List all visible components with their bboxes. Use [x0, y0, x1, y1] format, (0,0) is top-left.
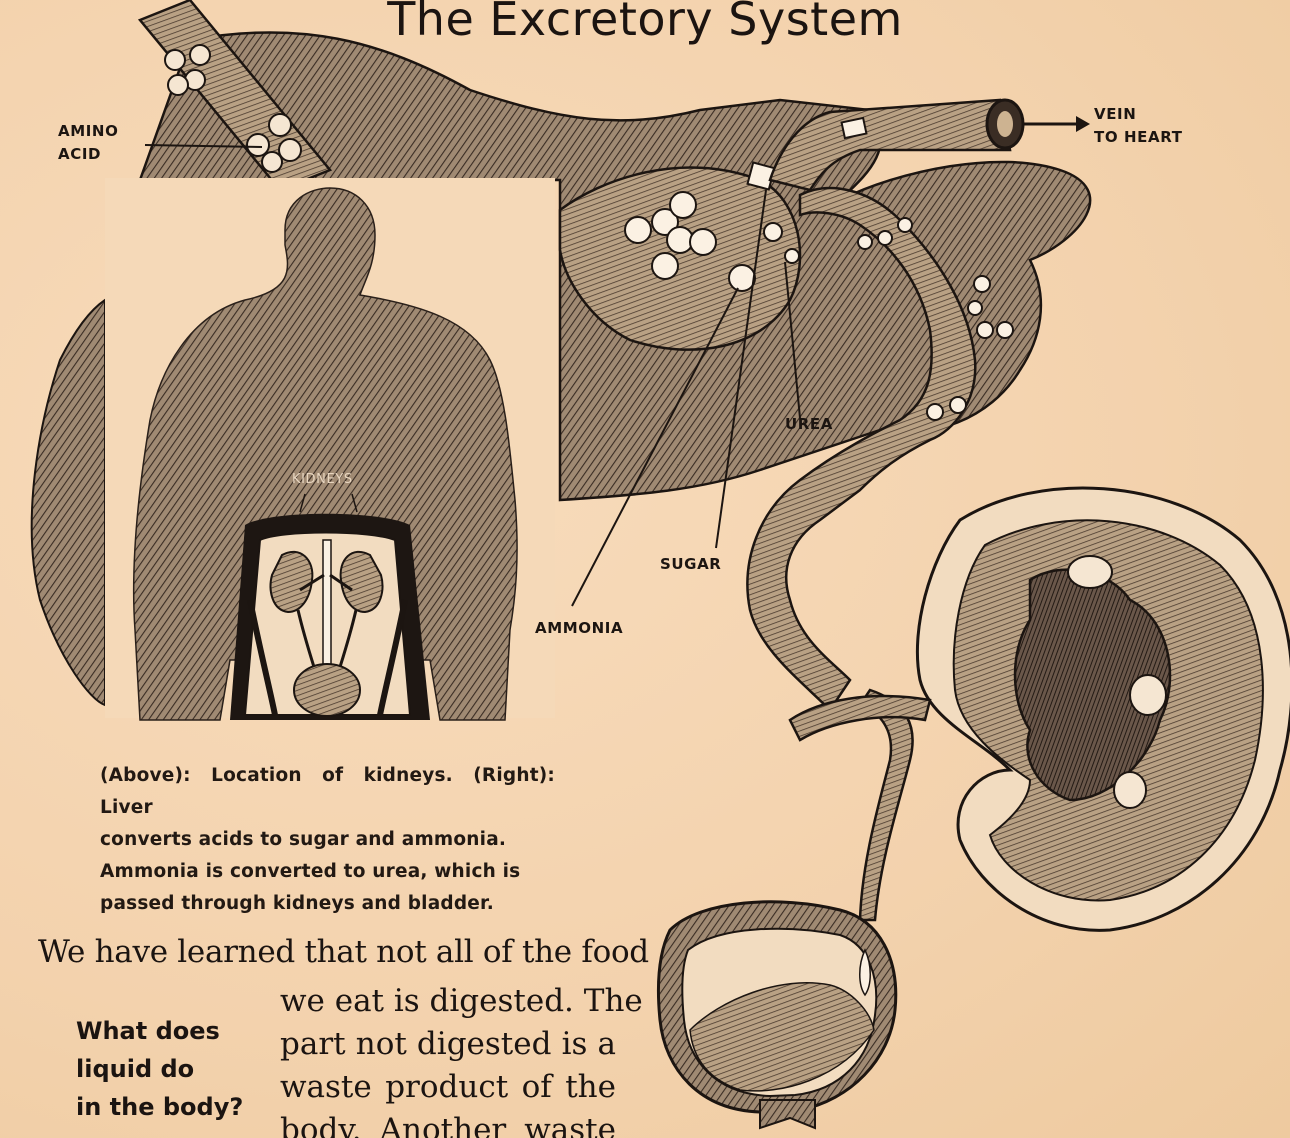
human-silhouette-inset — [105, 178, 555, 720]
ureter-drawing — [860, 690, 913, 920]
kidney-drawing — [917, 488, 1290, 930]
caption-line3: Ammonia is converted to urea, which is — [100, 856, 555, 888]
label-amino-line1: AMINO — [58, 120, 118, 143]
body-line: part not digested is a — [280, 1023, 616, 1066]
caption-right: (Right): — [473, 765, 555, 786]
body-line: body. Another waste — [280, 1109, 616, 1138]
label-amino-acid: AMINO ACID — [58, 120, 118, 165]
figure-caption: (Above): Location of kidneys. (Right): L… — [100, 760, 555, 920]
label-vein-line1: VEIN — [1094, 103, 1183, 126]
question-line: What does — [76, 1012, 243, 1050]
caption-location: Location of kidneys. — [191, 765, 473, 786]
label-sugar: SUGAR — [660, 553, 721, 576]
caption-line4: passed through kidneys and bladder. — [100, 888, 555, 920]
label-kidneys: KIDNEYS — [292, 470, 353, 490]
label-acid-line2: ACID — [58, 143, 118, 166]
label-vein-to-heart: VEIN TO HEART — [1094, 103, 1183, 148]
body-text-first-line: We have learned that not all of the food — [38, 934, 649, 970]
question-line: liquid do — [76, 1050, 243, 1088]
body-text-column: we eat is digested. The part not digeste… — [280, 980, 616, 1138]
body-silhouette-left — [32, 300, 105, 705]
bladder-drawing — [658, 902, 895, 1128]
label-ammonia: AMMONIA — [535, 617, 623, 640]
label-urea: UREA — [785, 413, 833, 436]
caption-above: (Above): — [100, 765, 191, 786]
caption-line2: converts acids to sugar and ammonia. — [100, 824, 555, 856]
caption-liver: Liver — [100, 797, 153, 818]
arrow-right-icon — [1076, 116, 1090, 132]
body-line: we eat is digested. The — [280, 980, 616, 1023]
sidebar-question: What does liquid do in the body? — [76, 1012, 243, 1126]
label-vein-line2: TO HEART — [1094, 126, 1183, 149]
body-line: waste product of the — [280, 1066, 616, 1109]
question-line: in the body? — [76, 1088, 243, 1126]
